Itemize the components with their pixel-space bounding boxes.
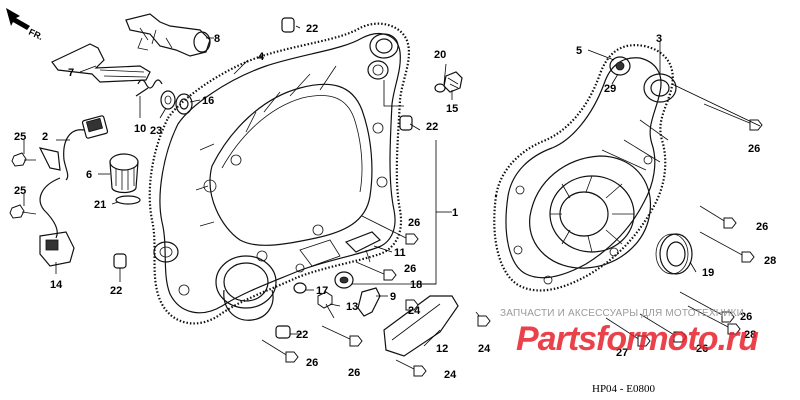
watermark-logo: Partsformoto.ru	[516, 320, 759, 358]
part-12-plate	[383, 295, 459, 357]
part-22-dowel-d	[275, 325, 291, 339]
callout-25-a: 25	[14, 131, 26, 143]
part-26-bolt-a	[361, 215, 419, 245]
part-28-bolt-a	[699, 231, 755, 263]
part-22-dowel-b	[113, 253, 127, 269]
callout-2: 2	[42, 131, 48, 143]
part-22-dowel-c	[399, 115, 413, 131]
part-25-bolt-b	[9, 204, 37, 219]
part-15-plug	[443, 71, 463, 93]
part-23-washer	[160, 90, 176, 110]
callout-13: 13	[346, 301, 358, 313]
callout-26-g: 26	[740, 311, 752, 323]
part-4-gasket	[148, 22, 410, 325]
callout-12: 12	[436, 343, 448, 355]
diagram-code: HP04 - E0800	[592, 383, 655, 395]
part-26-bolt-f	[699, 205, 737, 229]
callout-26-h: 26	[696, 343, 708, 355]
callout-25-b: 25	[14, 185, 26, 197]
part-26-bolt-d	[321, 325, 363, 347]
watermark: ЗАПЧАСТИ И АКСЕССУАРЫ ДЛЯ МОТОТЕХНИКИ Pa…	[500, 308, 760, 358]
part-26-bolt-h	[639, 313, 687, 343]
callout-4: 4	[258, 51, 265, 63]
callout-17: 17	[316, 285, 328, 297]
callout-21: 21	[94, 199, 106, 211]
callout-28-b: 28	[744, 329, 756, 341]
part-27-bolt	[605, 317, 651, 347]
callout-16: 16	[202, 95, 214, 107]
callout-19: 19	[702, 267, 714, 279]
part-22-dowel-a	[281, 17, 295, 33]
part-24-bolt-c	[475, 311, 491, 327]
part-7-shift-arm	[51, 43, 151, 83]
callout-7: 7	[68, 67, 74, 79]
callout-22-bottom: 22	[296, 329, 308, 341]
callout-23: 23	[150, 125, 162, 137]
part-11-bracket	[344, 231, 382, 263]
part-6-filler-cap	[109, 153, 139, 194]
callout-5: 5	[576, 45, 582, 57]
callout-9: 9	[390, 291, 396, 303]
part-26-bolt-b	[355, 261, 397, 281]
callout-20: 20	[434, 49, 446, 61]
watermark-tagline: ЗАПЧАСТИ И АКСЕССУАРЫ ДЛЯ МОТОТЕХНИКИ	[500, 308, 744, 319]
callout-6: 6	[86, 169, 92, 181]
callout-24-b: 24	[478, 343, 491, 355]
callout-1: 1	[452, 207, 458, 219]
callout-18: 18	[410, 279, 422, 291]
part-2-sensor-wire	[38, 115, 109, 239]
part-26-bolt-c	[261, 339, 299, 363]
callout-22-top: 22	[306, 23, 318, 35]
callout-11: 11	[394, 247, 406, 259]
callout-8: 8	[214, 33, 220, 45]
part-19-oil-seal	[655, 233, 693, 275]
fr-label: FR.	[27, 27, 44, 42]
part-3-outer-cover	[493, 44, 677, 292]
part-17-washer	[293, 282, 307, 294]
callout-26-f: 26	[756, 221, 768, 233]
part-14-switch	[39, 231, 75, 267]
callout-15: 15	[446, 103, 458, 115]
callout-labels: 1 2 3 4 5 6 7 8 9 10 11 12 13 14 15 16 1…	[14, 23, 776, 381]
callout-14: 14	[50, 279, 63, 291]
callout-29: 29	[604, 83, 616, 95]
part-1-crankcase-cover	[148, 22, 410, 325]
part-8-shaft-assembly	[125, 13, 211, 57]
part-18-sensor	[334, 271, 354, 289]
callout-26-a: 26	[408, 217, 420, 229]
part-24-bolt-b	[395, 359, 427, 377]
callout-3: 3	[656, 33, 662, 45]
part-20-washer	[434, 83, 446, 93]
part-25-bolt-a	[11, 152, 36, 167]
part-10-spring	[135, 79, 163, 97]
callout-27: 27	[616, 347, 628, 359]
leader-lines	[23, 25, 761, 347]
callout-26-e: 26	[748, 143, 760, 155]
callout-28-a: 28	[764, 255, 776, 267]
front-direction-arrow: FR.	[6, 8, 45, 42]
part-26-bolt-e	[703, 103, 763, 131]
callout-26-b: 26	[404, 263, 416, 275]
callout-22-mid: 22	[426, 121, 438, 133]
callout-22-left: 22	[110, 285, 122, 297]
part-26-bolt-g	[679, 291, 735, 323]
callout-10: 10	[134, 123, 146, 135]
callout-26-d: 26	[348, 367, 360, 379]
callout-24-c: 24	[444, 369, 457, 381]
part-21-o-ring	[115, 195, 141, 205]
callout-26-c: 26	[306, 357, 318, 369]
part-24-bolt-a	[405, 299, 419, 311]
callout-24-a: 24	[408, 305, 421, 317]
part-28-bolt-b	[687, 305, 741, 335]
part-9-clip	[357, 287, 381, 317]
